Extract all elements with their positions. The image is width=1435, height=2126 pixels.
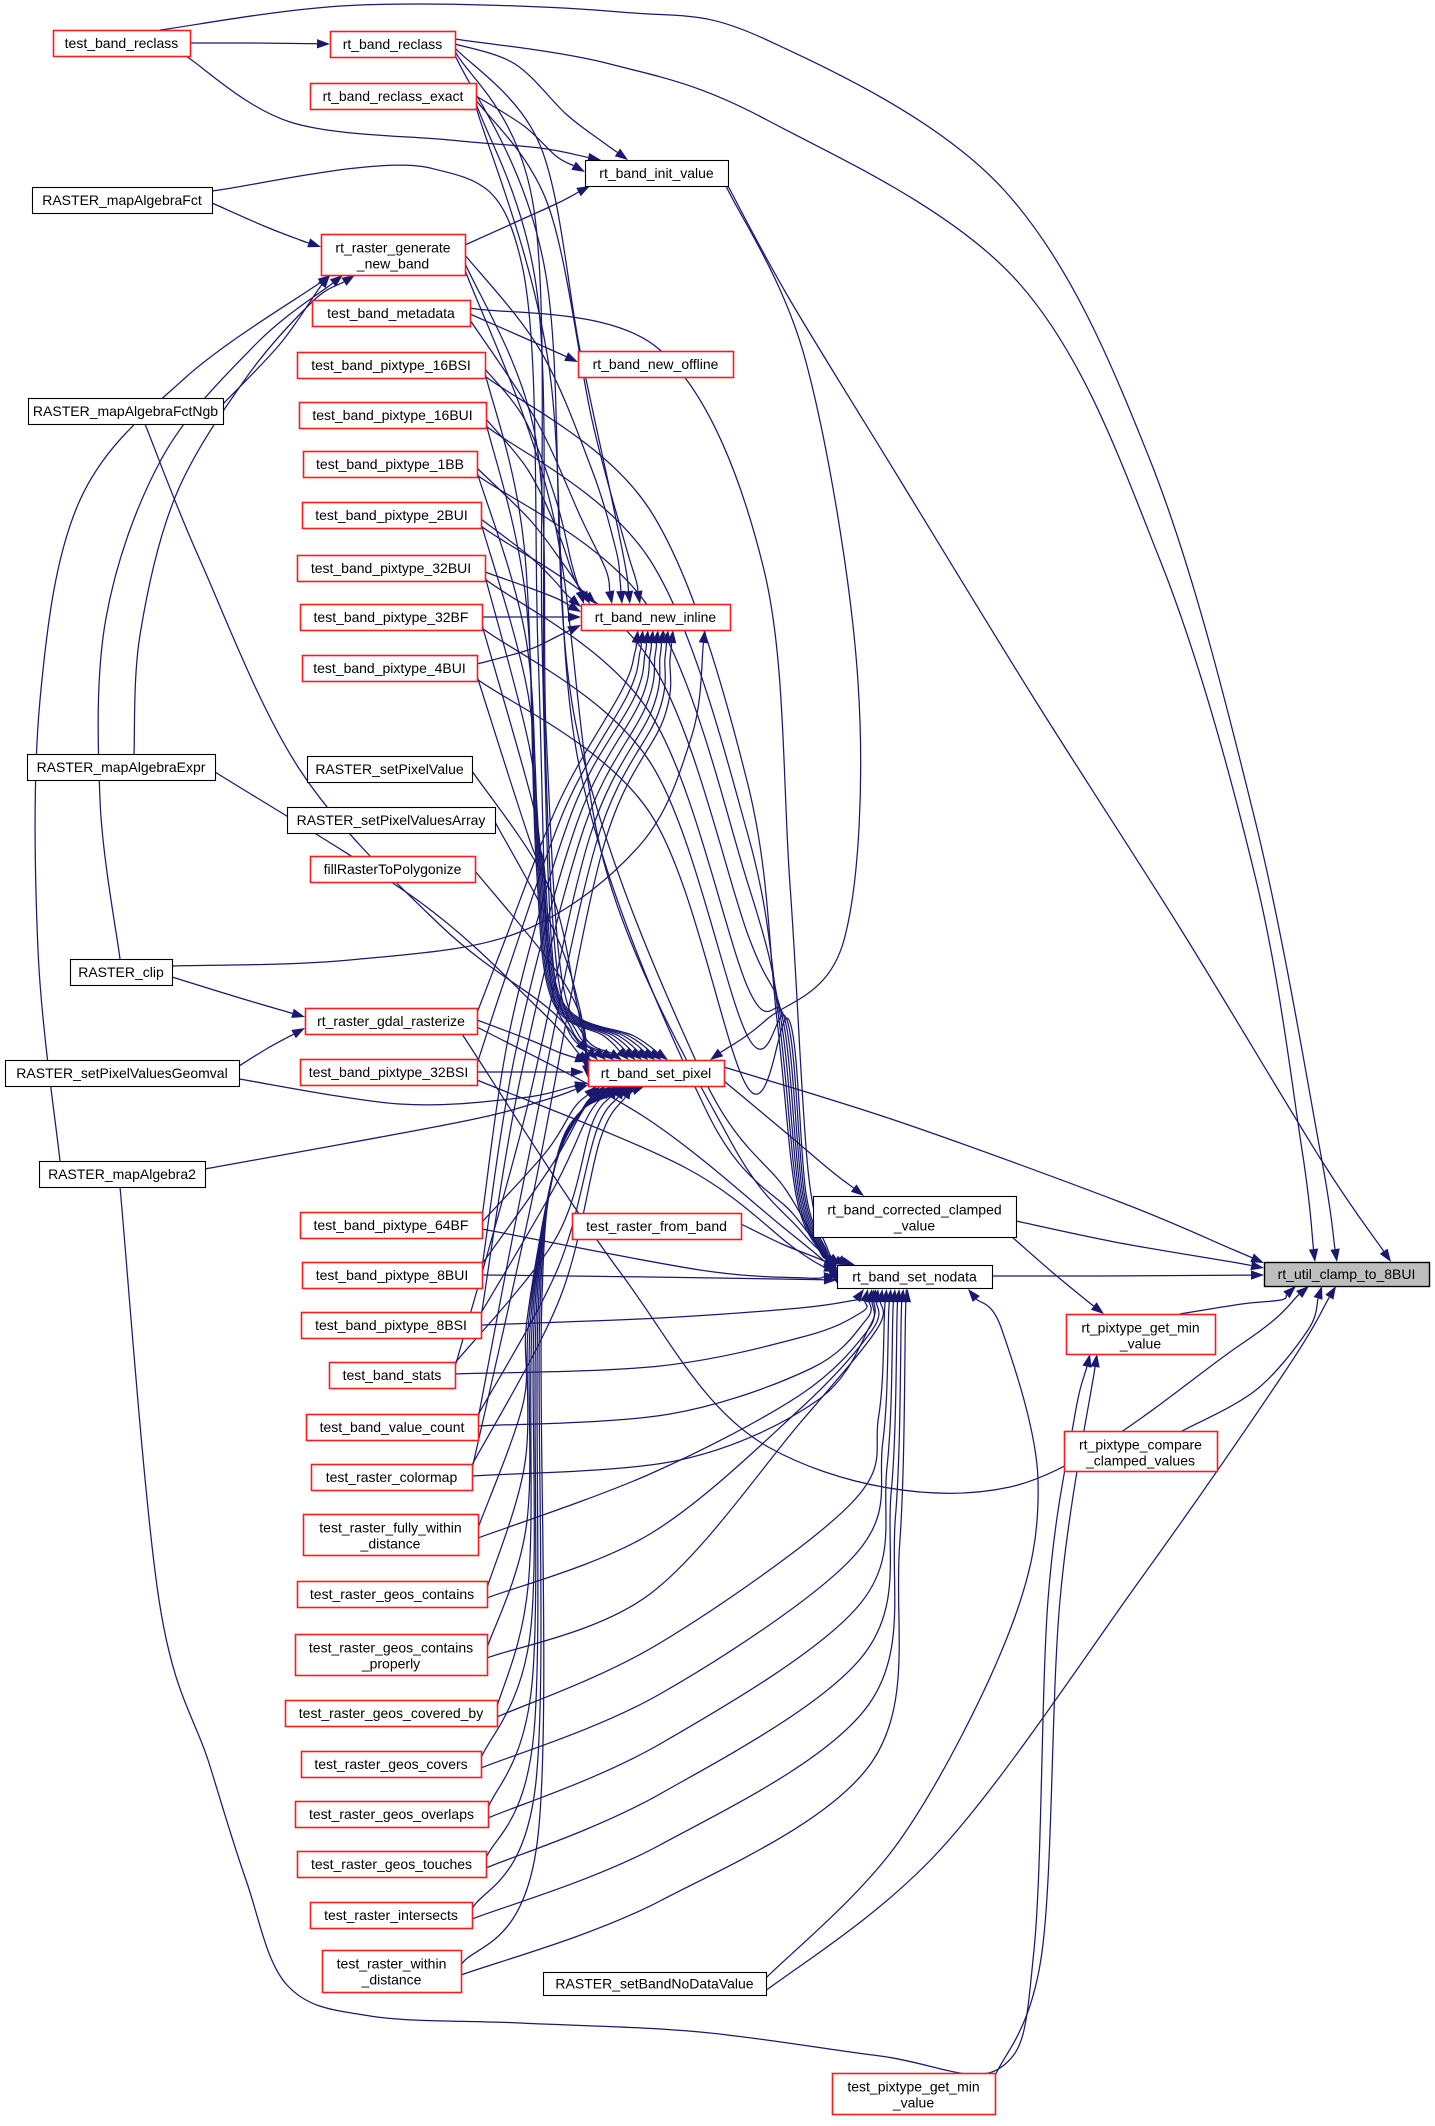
svg-text:rt_raster_generate: rt_raster_generate	[335, 239, 450, 255]
svg-text:_distance: _distance	[361, 1972, 422, 1988]
svg-text:test_raster_from_band: test_raster_from_band	[586, 1218, 727, 1234]
svg-text:_value: _value	[1119, 1336, 1161, 1352]
svg-text:test_band_pixtype_64BF: test_band_pixtype_64BF	[314, 1217, 469, 1233]
svg-text:rt_band_corrected_clamped: rt_band_corrected_clamped	[827, 1201, 1001, 1217]
svg-text:RASTER_setPixelValuesArray: RASTER_setPixelValuesArray	[297, 812, 486, 828]
svg-text:_value: _value	[893, 1218, 935, 1234]
svg-text:rt_band_reclass: rt_band_reclass	[343, 36, 443, 52]
svg-text:test_raster_geos_covers: test_raster_geos_covers	[314, 1756, 467, 1772]
svg-text:RASTER_clip: RASTER_clip	[78, 964, 164, 980]
svg-text:test_raster_geos_overlaps: test_raster_geos_overlaps	[309, 1806, 474, 1822]
svg-text:_clamped_values: _clamped_values	[1085, 1453, 1195, 1469]
svg-text:rt_band_init_value: rt_band_init_value	[599, 165, 714, 181]
svg-text:RASTER_mapAlgebraExpr: RASTER_mapAlgebraExpr	[37, 759, 206, 775]
svg-text:test_raster_colormap: test_raster_colormap	[326, 1469, 458, 1485]
svg-text:test_band_pixtype_4BUI: test_band_pixtype_4BUI	[313, 660, 466, 676]
svg-text:rt_raster_gdal_rasterize: rt_raster_gdal_rasterize	[317, 1013, 465, 1029]
svg-text:test_band_pixtype_2BUI: test_band_pixtype_2BUI	[315, 507, 468, 523]
svg-text:RASTER_setBandNoDataValue: RASTER_setBandNoDataValue	[555, 1976, 753, 1992]
svg-text:fillRasterToPolygonize: fillRasterToPolygonize	[324, 861, 462, 877]
svg-text:rt_band_reclass_exact: rt_band_reclass_exact	[323, 88, 464, 104]
svg-text:_properly: _properly	[361, 1656, 420, 1672]
svg-text:test_band_stats: test_band_stats	[343, 1367, 442, 1383]
svg-text:test_band_pixtype_8BSI: test_band_pixtype_8BSI	[315, 1317, 467, 1333]
svg-text:rt_util_clamp_to_8BUI: rt_util_clamp_to_8BUI	[1278, 1266, 1416, 1282]
svg-text:test_raster_geos_contains: test_raster_geos_contains	[309, 1639, 473, 1655]
svg-text:test_band_value_count: test_band_value_count	[320, 1419, 465, 1435]
svg-text:rt_band_set_pixel: rt_band_set_pixel	[601, 1065, 712, 1081]
svg-text:_new_band: _new_band	[356, 256, 429, 272]
svg-text:test_raster_geos_contains: test_raster_geos_contains	[310, 1586, 474, 1602]
svg-text:test_band_pixtype_16BSI: test_band_pixtype_16BSI	[311, 357, 471, 373]
svg-text:test_band_pixtype_16BUI: test_band_pixtype_16BUI	[312, 407, 472, 423]
svg-text:test_band_pixtype_8BUI: test_band_pixtype_8BUI	[316, 1267, 469, 1283]
svg-text:test_raster_within: test_raster_within	[337, 1955, 447, 1971]
svg-text:RASTER_mapAlgebraFct: RASTER_mapAlgebraFct	[42, 192, 202, 208]
svg-text:test_band_metadata: test_band_metadata	[327, 305, 455, 321]
svg-text:rt_pixtype_compare: rt_pixtype_compare	[1079, 1436, 1202, 1452]
svg-text:test_raster_geos_covered_by: test_raster_geos_covered_by	[299, 1705, 483, 1721]
svg-text:test_raster_fully_within: test_raster_fully_within	[319, 1519, 461, 1535]
svg-text:test_band_pixtype_1BB: test_band_pixtype_1BB	[316, 456, 464, 472]
svg-text:test_raster_geos_touches: test_raster_geos_touches	[311, 1856, 472, 1872]
svg-text:RASTER_mapAlgebra2: RASTER_mapAlgebra2	[48, 1166, 196, 1182]
svg-text:_distance: _distance	[360, 1536, 421, 1552]
svg-text:rt_band_new_inline: rt_band_new_inline	[595, 609, 717, 625]
svg-text:test_raster_intersects: test_raster_intersects	[324, 1907, 458, 1923]
svg-text:RASTER_mapAlgebraFctNgb: RASTER_mapAlgebraFctNgb	[33, 403, 218, 419]
svg-text:test_band_pixtype_32BUI: test_band_pixtype_32BUI	[311, 560, 471, 576]
svg-text:test_band_pixtype_32BSI: test_band_pixtype_32BSI	[309, 1064, 469, 1080]
svg-text:test_band_pixtype_32BF: test_band_pixtype_32BF	[314, 609, 469, 625]
svg-text:test_pixtype_get_min: test_pixtype_get_min	[847, 2078, 979, 2094]
svg-text:rt_band_new_offline: rt_band_new_offline	[593, 356, 719, 372]
svg-text:RASTER_setPixelValue: RASTER_setPixelValue	[315, 761, 464, 777]
svg-text:_value: _value	[892, 2095, 934, 2111]
svg-text:test_band_reclass: test_band_reclass	[65, 35, 179, 51]
svg-text:rt_band_set_nodata: rt_band_set_nodata	[852, 1269, 977, 1285]
svg-text:RASTER_setPixelValuesGeomval: RASTER_setPixelValuesGeomval	[16, 1065, 227, 1081]
svg-text:rt_pixtype_get_min: rt_pixtype_get_min	[1081, 1319, 1199, 1335]
